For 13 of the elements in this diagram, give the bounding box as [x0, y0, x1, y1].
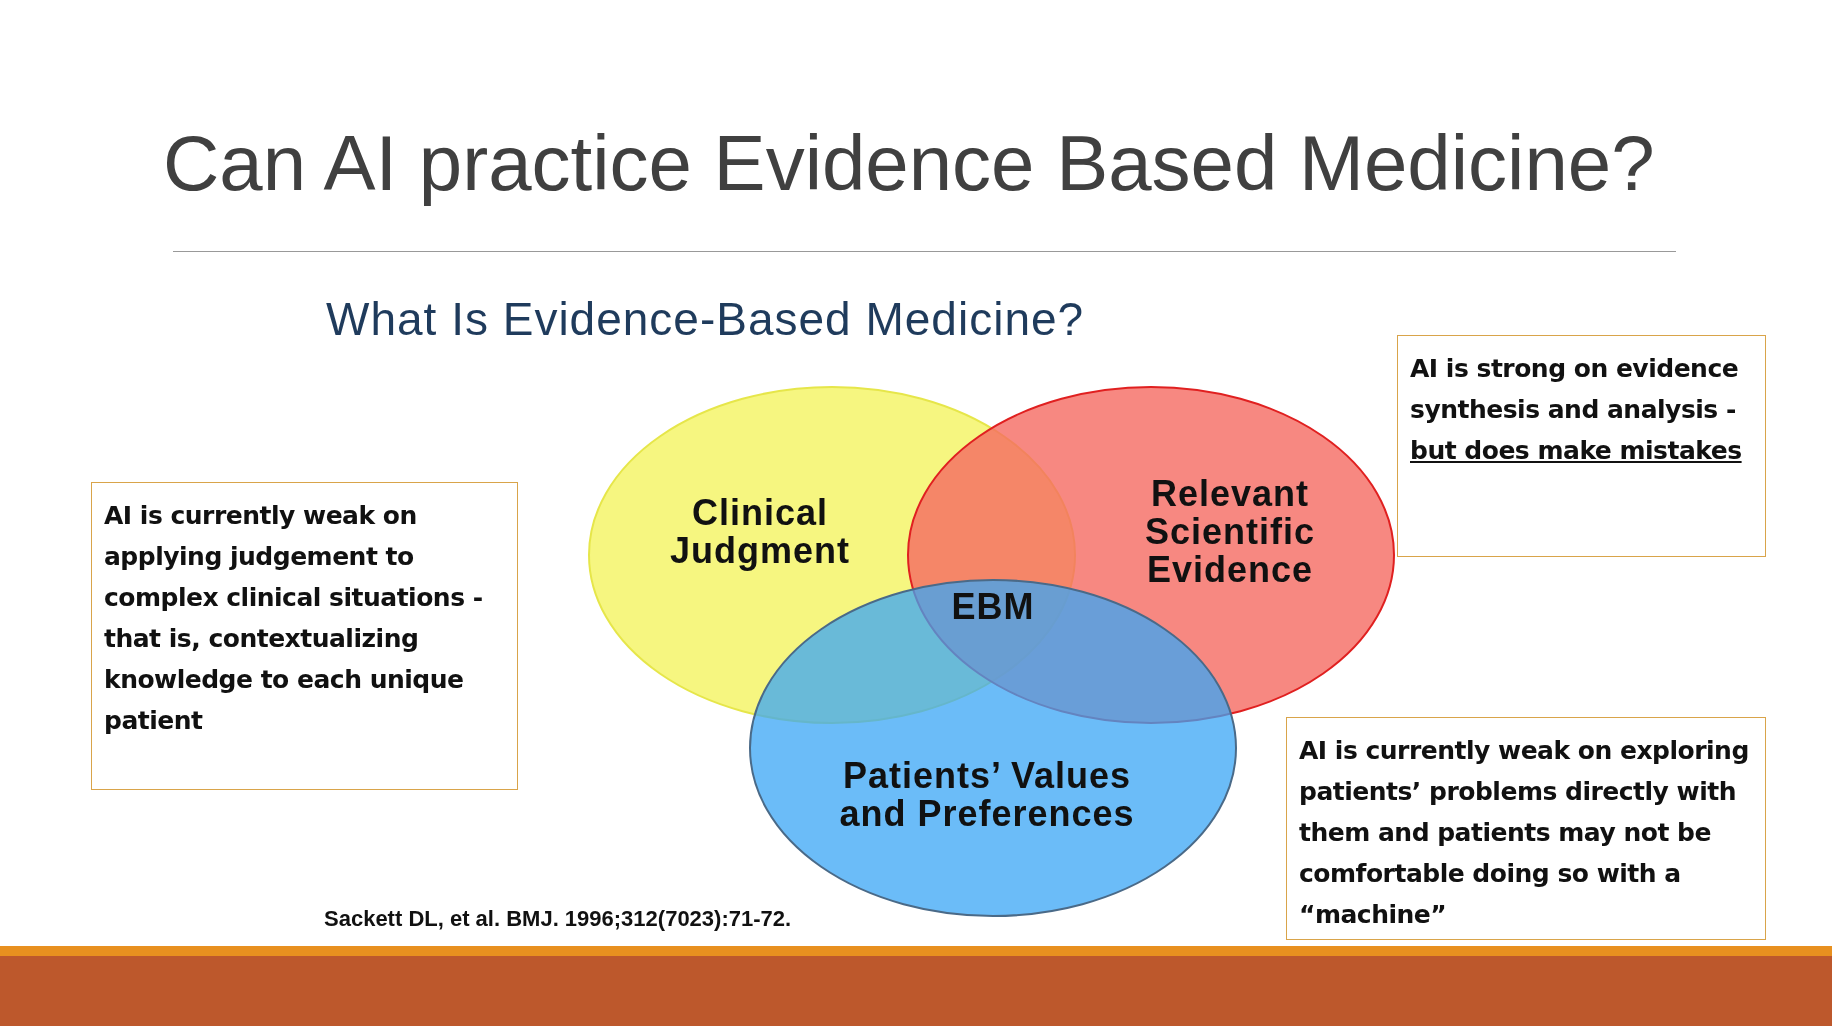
note-text: AI is currently weak on applying judgement to complex clinical situations - that is, contextualizing knowledge to each unique patient	[104, 500, 484, 737]
note-box	[1397, 335, 1766, 557]
slide-title: Can AI practice Evidence Based Medicine?	[163, 118, 1655, 209]
circle-label: Patients’ Values and Preferences	[838, 757, 1136, 833]
citation: Sackett DL, et al. BMJ. 1996;312(7023):71-72.	[324, 906, 792, 932]
circle-label: Relevant Scientific Evidence	[1143, 475, 1317, 589]
note-box	[1286, 717, 1766, 940]
note-text: AI is currently weak on exploring patients’ problems directly with them and patients may not be comfortable doing so with a “machine”	[1299, 735, 1750, 931]
subtitle: What Is Evidence-Based Medicine?	[326, 292, 1085, 346]
note-text: AI is strong on evidence synthesis and analysis - but does make mistakes	[1410, 353, 1743, 467]
circle-label: Clinical Judgment	[669, 494, 851, 570]
note-box	[91, 482, 518, 790]
overlap-label: EBM	[950, 588, 1036, 626]
